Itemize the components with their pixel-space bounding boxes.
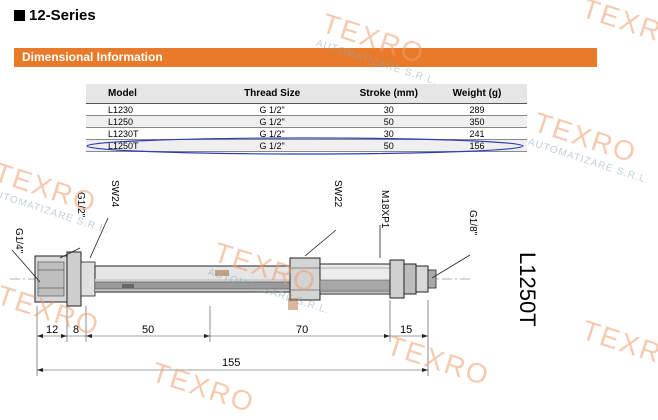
table-row: L1230 G 1/2" 30 289 [86, 103, 527, 116]
bullet-square-icon [14, 10, 25, 21]
m18-label: M18XP1 [379, 190, 390, 229]
cell-stroke: 50 [350, 139, 428, 152]
table-header-row: Model Thread Size Stroke (mm) Weight (g) [86, 84, 527, 104]
cell-weight: 350 [427, 115, 527, 128]
sw22-label: SW22 [332, 180, 343, 208]
dim-50: 50 [142, 324, 154, 336]
g14-label: G1/4" [13, 228, 24, 254]
left-fitting [34, 251, 96, 307]
right-end-fitting [389, 259, 437, 299]
table-row: L1230T G 1/2" 30 241 [86, 127, 527, 140]
cell-model: L1230T [86, 127, 194, 140]
dim-12: 12 [46, 324, 58, 336]
dim-15: 15 [400, 324, 412, 336]
cell-weight: 289 [427, 103, 527, 116]
cell-thread: G 1/2" [193, 115, 351, 128]
leader-lines [11, 217, 471, 283]
section-title: 12-Series [14, 7, 96, 24]
cell-thread: G 1/2" [193, 139, 351, 152]
model-label: L1250T [515, 252, 540, 327]
col-stroke-header: Stroke (mm) [350, 84, 428, 104]
col-model-header: Model [86, 84, 194, 104]
threaded-section [319, 263, 391, 295]
section-title-text: 12-Series [29, 7, 96, 24]
cell-thread: G 1/2" [193, 103, 351, 116]
dim-155: 155 [222, 357, 240, 369]
sw24-label: SW24 [109, 180, 120, 208]
dimensional-info-banner: Dimensional Information [14, 48, 597, 67]
g18-label: G1/8" [467, 210, 478, 236]
cell-stroke: 50 [350, 115, 428, 128]
technical-drawing: G1/4" G1/2" SW24 SW22 M18XP1 G1/8" L1250… [10, 137, 540, 376]
dim-8: 8 [73, 324, 79, 336]
dim-70: 70 [296, 324, 308, 336]
g12-label: G1/2" [75, 192, 86, 218]
highlight-ellipse [86, 137, 524, 155]
col-thread-header: Thread Size [193, 84, 351, 104]
cell-thread: G 1/2" [193, 127, 351, 140]
main-tube [94, 265, 296, 293]
table-row: L1250 G 1/2" 50 350 [86, 115, 527, 128]
banner-label: Dimensional Information [22, 50, 163, 64]
cell-stroke: 30 [350, 103, 428, 116]
cell-model: L1230 [86, 103, 194, 116]
spec-table: Model Thread Size Stroke (mm) Weight (g)… [86, 84, 527, 152]
middle-nut [288, 257, 321, 310]
col-weight-header: Weight (g) [427, 84, 527, 104]
cell-weight: 241 [427, 127, 527, 140]
cell-model: L1250 [86, 115, 194, 128]
dimension-arrows [37, 334, 428, 372]
